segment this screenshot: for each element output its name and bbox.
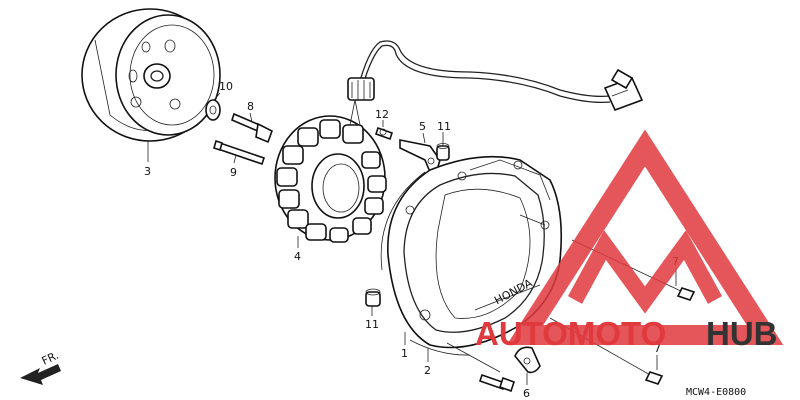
callout-6: 6	[523, 387, 530, 400]
callout-1: 1	[401, 347, 408, 360]
small-bolt	[374, 126, 394, 141]
watermark-brand-left: AUTOMOTO	[475, 315, 666, 352]
wire-harness	[347, 40, 611, 126]
cover-gasket	[380, 171, 471, 356]
callout-3: 3	[144, 165, 151, 178]
callout-10: 10	[219, 80, 233, 93]
flywheel-rotor	[81, 8, 221, 142]
dowel-pin-top	[436, 143, 450, 161]
watermark-brand-right: HUB	[706, 315, 778, 352]
washer	[205, 99, 221, 121]
callout-7-bottom: 7	[654, 342, 661, 355]
callout-9: 9	[230, 166, 237, 179]
connector	[603, 68, 644, 112]
callout-4: 4	[294, 250, 301, 263]
callout-2: 2	[424, 364, 431, 377]
callout-11-top: 11	[437, 120, 451, 133]
generator-cover	[387, 155, 562, 349]
stud-bolt	[213, 139, 266, 166]
watermark-logo	[506, 129, 784, 345]
diagram-code: MCW4-E0800	[686, 387, 746, 398]
cover-bolt-small	[478, 373, 516, 393]
wire-clamp	[514, 346, 541, 374]
callout-12: 12	[375, 108, 389, 121]
callout-11-bottom: 11	[365, 318, 379, 331]
stator	[274, 115, 387, 243]
dowel-pin-bottom	[365, 288, 381, 307]
front-direction-arrow	[20, 364, 61, 385]
callout-5: 5	[419, 120, 426, 133]
callout-8: 8	[247, 100, 254, 113]
flywheel-bolt	[231, 112, 273, 144]
wire-guide	[399, 139, 441, 173]
